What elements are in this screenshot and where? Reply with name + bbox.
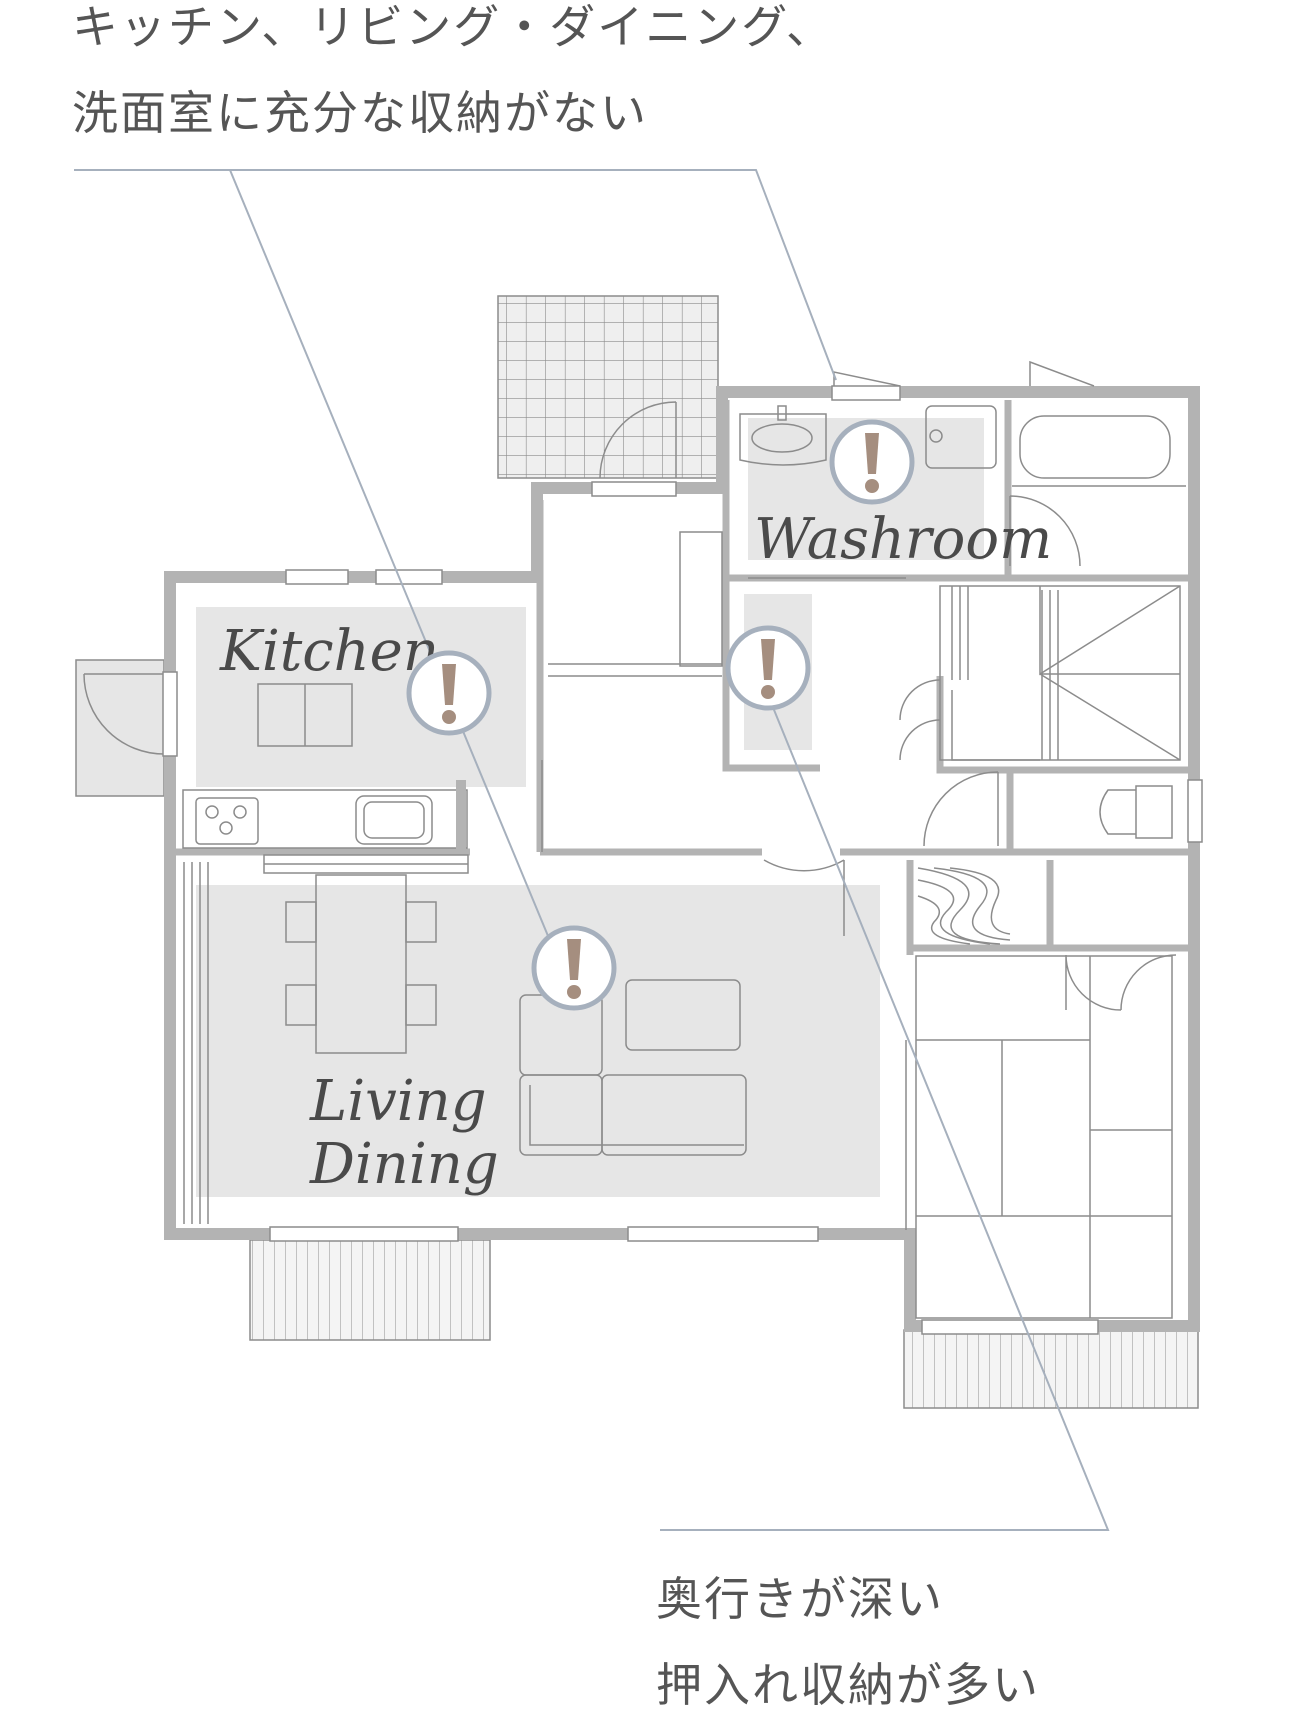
top-caption-line-1: キッチン、リビング・ダイニング、: [72, 0, 835, 54]
bathtub: [1012, 415, 1186, 487]
hall-fixtures: [541, 531, 723, 852]
warning-marker-living: [531, 925, 617, 1011]
doors: [599, 360, 1177, 1011]
tatami-room: [905, 955, 1173, 1319]
warning-marker-kitchen: [406, 650, 492, 736]
bottom-caption-line-2: 押入れ収納が多い: [656, 1658, 1040, 1712]
living-furniture: [519, 979, 747, 1156]
washroom-fixtures: [739, 405, 997, 579]
side-entrance: [75, 659, 165, 797]
left-wall-blinds: [183, 862, 209, 1224]
warning-marker-closet: [725, 625, 811, 711]
living-highlight: [196, 885, 880, 1197]
dining-furniture: [285, 874, 437, 1054]
windows: [162, 385, 1203, 1335]
exclamation-icon: [567, 939, 581, 980]
warning-marker-washroom: [829, 419, 915, 505]
exclamation-icon: [761, 639, 775, 680]
exclamation-icon: [442, 664, 456, 705]
exclamation-icon: [865, 433, 879, 474]
washroom-label: Washroom: [754, 507, 1052, 572]
bottom-caption-line-1: 奥行きが深い: [656, 1572, 944, 1626]
top-caption-line-2: 洗面室に充分な収納がない: [72, 86, 648, 140]
kitchen-label: Kitchen: [219, 619, 439, 684]
bottom-caption: 奥行きが深い 押入れ収納が多い: [656, 1556, 1040, 1728]
kitchen-fixtures: [182, 683, 469, 874]
deck-bottom-right: [903, 1329, 1199, 1409]
living-label: Living: [309, 1069, 487, 1134]
deck-bottom-left: [249, 1239, 491, 1341]
storage-contour: [917, 867, 1011, 945]
kitchen-partition: [456, 780, 466, 854]
tiled-courtyard: [497, 295, 719, 479]
leader-lines: [74, 169, 1110, 1531]
stairs: [939, 585, 1181, 761]
dining-label: Dining: [309, 1132, 499, 1197]
toilet: [1099, 785, 1173, 839]
top-caption: キッチン、リビング・ダイニング、 洗面室に充分な収納がない: [72, 0, 834, 156]
